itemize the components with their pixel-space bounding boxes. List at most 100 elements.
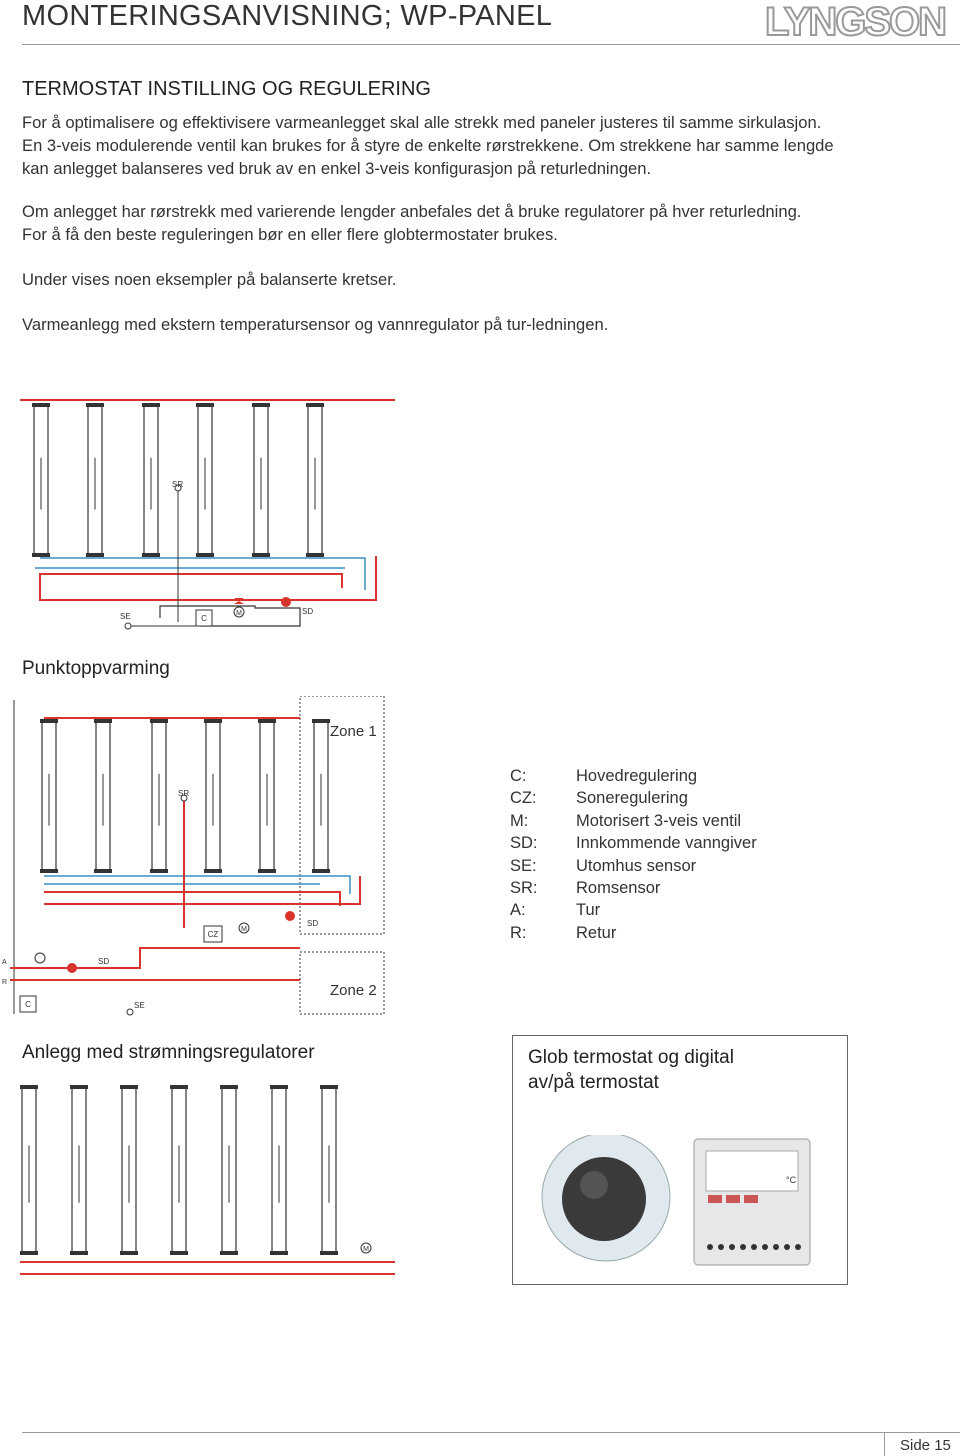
- sr-sensor-icon: [180, 794, 188, 802]
- panel-cap: [196, 553, 214, 557]
- logo-text: LYNGSON: [765, 2, 945, 40]
- panel-cap: [170, 1085, 188, 1089]
- punkt-m-label: M: [241, 926, 247, 933]
- thermostat-title: Glob termostat og digital av/på termosta…: [528, 1045, 828, 1095]
- regulator-line-2: For å få den beste reguleringen bør en e…: [22, 225, 558, 244]
- anlegg-m-label: M: [363, 1246, 369, 1253]
- lyngson-logo: LYNGSON: [764, 2, 948, 40]
- diagram1-caption: Varmeanlegg med ekstern temperatursensor…: [22, 315, 609, 334]
- legend-key: CZ:: [510, 789, 537, 808]
- panel-cap: [270, 1085, 288, 1089]
- diagram-zones: Zone 1 Zone 2 SR CZ M SD SD A R C SE: [2, 696, 385, 1016]
- panel-cap: [94, 719, 112, 723]
- zone1-label: Zone 1: [330, 723, 377, 740]
- supply-pipe: [20, 399, 395, 601]
- panel-cap: [170, 1251, 188, 1255]
- panel-cap: [20, 1251, 38, 1255]
- display-unit: °C: [786, 1175, 797, 1185]
- regulator-paragraph: Om anlegget har rørstrekk med varierende…: [22, 200, 942, 246]
- panel-cap: [70, 1085, 88, 1089]
- punkt-c-label: C: [25, 1000, 31, 1009]
- se-label: SE: [120, 612, 131, 621]
- panel-cap: [150, 869, 168, 873]
- legend-key: A:: [510, 901, 526, 920]
- sr-label: SR: [172, 480, 183, 489]
- flow-panels: [20, 1085, 338, 1255]
- thermostat-title-line-1: Glob termostat og digital: [528, 1047, 734, 1068]
- terminal-screw: [784, 1244, 790, 1250]
- m-label: M: [236, 610, 242, 617]
- legend-value: Retur: [576, 923, 617, 942]
- page-header-title: MONTERINGSANVISNING; WP-PANEL: [22, 0, 553, 32]
- panel-cap: [120, 1085, 138, 1089]
- diagram-external-sensor: SR SE C M SD: [20, 399, 395, 630]
- zone-pump-icon: [285, 911, 295, 921]
- panel-cap: [258, 869, 276, 873]
- thermostat-photos: °C: [541, 1135, 811, 1266]
- zone1-supply: [44, 717, 361, 906]
- legend-row: C: Hovedregulering: [510, 765, 757, 787]
- panel-cap: [142, 553, 160, 557]
- controller-c-icon: [195, 609, 213, 627]
- main-pump-icon: [67, 963, 77, 973]
- main-controller-icon: [19, 995, 37, 1013]
- legend-row: SD: Innkommende vanngiver: [510, 832, 757, 854]
- sensor-wire: [128, 490, 198, 627]
- panel-cap: [120, 1251, 138, 1255]
- thermostat-button-3: [744, 1195, 758, 1203]
- panel-cap: [252, 553, 270, 557]
- legend-key: M:: [510, 811, 529, 830]
- thermostat-box: [512, 1035, 848, 1285]
- flow-supply: [20, 1261, 395, 1275]
- panel-cap: [86, 553, 104, 557]
- panel-cap: [312, 719, 330, 723]
- digital-thermostat-display: [705, 1150, 799, 1192]
- terminal-screw: [773, 1244, 779, 1250]
- footer-divider: [22, 1432, 960, 1433]
- legend-key: SD:: [510, 834, 538, 853]
- intro-line-2: En 3-veis modulerende ventil kan brukes …: [22, 136, 834, 155]
- punktoppvarming-heading: Punktoppvarming: [22, 658, 170, 679]
- sd-label: SD: [302, 607, 313, 616]
- panel-cap: [40, 719, 58, 723]
- zone-motor-icon: [238, 922, 250, 934]
- panel-cap: [20, 1085, 38, 1089]
- legend-value: Innkommende vanngiver: [576, 834, 757, 853]
- legend-key: SR:: [510, 878, 538, 897]
- intro-line-3: kan anlegget balanseres ved bruk av en e…: [22, 159, 652, 178]
- zone2-label: Zone 2: [330, 982, 377, 999]
- valve-icon: [234, 598, 244, 604]
- legend-row: R: Retur: [510, 922, 757, 944]
- punkt-cz-label: CZ: [208, 930, 219, 939]
- panel-cap: [220, 1251, 238, 1255]
- panel-cap: [196, 403, 214, 407]
- panel-cap: [306, 403, 324, 407]
- panel-cap: [204, 869, 222, 873]
- footer-separator: [884, 1432, 885, 1456]
- return-pipe: [35, 557, 366, 590]
- legend-row: CZ: Soneregulering: [510, 787, 757, 809]
- terminal-screw: [762, 1244, 768, 1250]
- legend-value: Soneregulering: [576, 789, 688, 808]
- panel-cap: [320, 1085, 338, 1089]
- panel-cap: [220, 1085, 238, 1089]
- thermostat-button-1: [708, 1195, 722, 1203]
- a-label: A: [2, 959, 7, 966]
- panel-cap: [40, 869, 58, 873]
- motor-valve-icon: [233, 606, 245, 618]
- legend-key: R:: [510, 923, 527, 942]
- flow-motor-icon: [360, 1242, 372, 1254]
- legend-key: C:: [510, 767, 527, 785]
- main-sd-label: SD: [98, 957, 109, 966]
- panel-cap: [32, 553, 50, 557]
- punkt-sr-label: SR: [178, 789, 189, 798]
- terminal-screw: [707, 1244, 713, 1250]
- diagram-flow-regulators: M: [20, 1085, 395, 1275]
- panel-cap: [252, 403, 270, 407]
- panel-cap: [306, 553, 324, 557]
- examples-paragraph: Under vises noen eksempler på balanserte…: [22, 270, 397, 289]
- legend-row: SR: Romsensor: [510, 877, 757, 899]
- legend-value: Hovedregulering: [576, 767, 698, 785]
- legend-value: Romsensor: [576, 878, 661, 897]
- terminal-screw: [751, 1244, 757, 1250]
